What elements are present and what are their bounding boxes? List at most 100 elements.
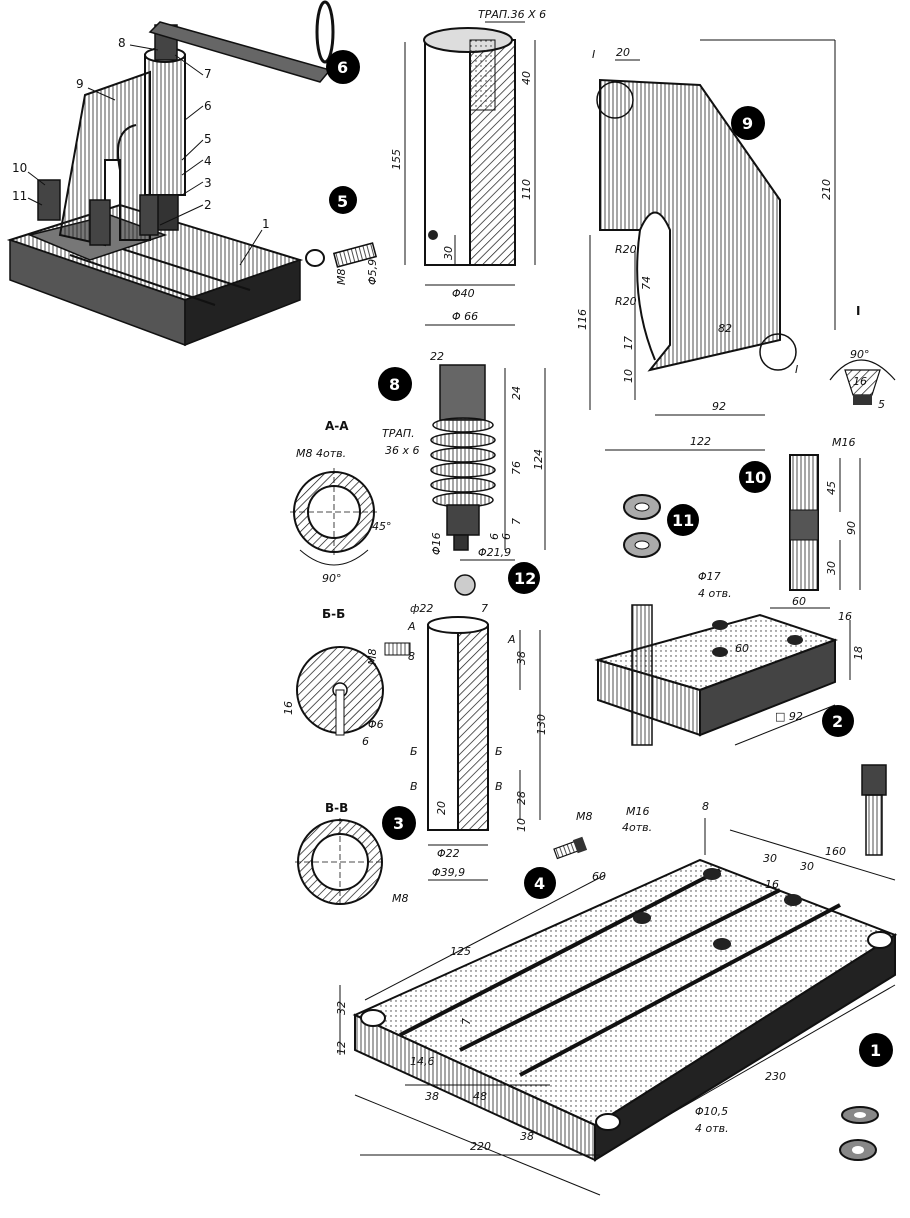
p3-phi22-top: ф22 xyxy=(410,602,433,615)
detail-I-title: I xyxy=(856,304,860,318)
callout-2: 2 xyxy=(204,198,212,212)
p8-dim-6b: 6 xyxy=(500,533,513,540)
badge-11: 11 xyxy=(672,511,694,530)
part-4-bolt: 4 M8 xyxy=(524,810,593,899)
p1-dim-32: 32 xyxy=(335,1001,348,1015)
assembly-view: 8 7 6 5 4 3 2 1 9 10 11 xyxy=(6,0,335,347)
p1-dim-125: 125 xyxy=(450,945,471,958)
sleeve-dim-40: 40 xyxy=(520,71,533,85)
p2-phi17: Φ17 xyxy=(698,570,721,583)
callout-5: 5 xyxy=(204,132,212,146)
p5-phi59: Φ5,9 xyxy=(366,259,379,285)
callout-9: 9 xyxy=(76,77,84,91)
p2-dim-60-mid: 60 xyxy=(735,642,749,655)
p9-sec-I-top: I xyxy=(592,48,595,61)
sleeve-dim-155: 155 xyxy=(390,149,403,170)
detail-I-5: 5 xyxy=(878,398,885,411)
badge-4: 4 xyxy=(534,874,545,893)
detail-I-90: 90° xyxy=(850,348,870,361)
p2-phi17n: 4 отв. xyxy=(698,587,732,600)
p4-m8: M8 xyxy=(576,810,593,823)
p3-dim-28: 28 xyxy=(515,791,528,805)
p1-dim-220: 220 xyxy=(470,1140,491,1153)
washers xyxy=(839,1106,879,1161)
callout-1: 1 xyxy=(262,217,270,231)
p3-phi39: Φ39,9 xyxy=(432,866,465,879)
p2-dim-60-top: 60 xyxy=(792,595,806,608)
p9-dim-210: 210 xyxy=(820,179,833,200)
p10-dim-45: 45 xyxy=(825,481,838,495)
p9-dim-17: 17 xyxy=(622,336,635,350)
section-AA-45: 45° xyxy=(372,520,392,533)
p1-dim-38b: 38 xyxy=(520,1130,534,1143)
p8-trap2: 36 х 6 xyxy=(385,444,420,457)
p2-dim-18: 18 xyxy=(852,646,865,660)
p8-dim-76: 76 xyxy=(510,461,523,475)
part-10-stud: 10 M16 45 90 30 xyxy=(739,436,861,591)
p2-dim-92: □ 92 xyxy=(775,710,803,723)
sleeve-part: ТРАП.36 Х 6 155 40 110 30 Φ40 Φ 66 xyxy=(390,8,546,326)
section-BB-title: Б-Б xyxy=(322,607,345,621)
callout-4: 4 xyxy=(204,154,212,168)
badge-6: 6 xyxy=(337,58,348,77)
badge-9: 9 xyxy=(742,114,753,133)
badge-2: 2 xyxy=(832,712,843,731)
badge-3: 3 xyxy=(393,814,404,833)
p9-dim-74: 74 xyxy=(640,276,653,290)
badge-8: 8 xyxy=(389,375,400,394)
p1-dim-7: 7 xyxy=(460,1018,473,1025)
p9-dim-10: 10 xyxy=(622,369,635,383)
p10-dim-90: 90 xyxy=(845,521,858,535)
p9-dim-116: 116 xyxy=(576,309,589,330)
badge-1: 1 xyxy=(870,1041,881,1060)
p8-dim-phi16: Φ16 xyxy=(430,532,443,555)
p1-phi10n: 4 отв. xyxy=(695,1122,729,1135)
p1-dim-14-6: 14,6 xyxy=(410,1055,435,1068)
p8-dim-22: 22 xyxy=(430,350,444,363)
part-8-screw: 8 22 24 76 124 7 6 6 Φ16 Φ21,9 ТРАП. 36 … xyxy=(378,350,546,561)
detail-I-16: 16 xyxy=(853,375,867,388)
part-6-badge: 6 xyxy=(337,58,348,77)
badge-5-text: 5 xyxy=(337,192,348,211)
callout-10: 10 xyxy=(12,161,27,175)
section-AA-note: M8 4отв. xyxy=(296,447,346,460)
p2-dim-16: 16 xyxy=(838,610,852,623)
p1-dim-30a: 30 xyxy=(763,852,777,865)
p3-sec-V2: В xyxy=(495,780,503,793)
section-A-A: А-А M8 4отв. 45° 90° xyxy=(290,419,392,585)
p1-dim-16: 16 xyxy=(765,878,779,891)
p1-dim-12: 12 xyxy=(335,1041,348,1055)
p3-dim-130: 130 xyxy=(535,714,548,735)
part-3-punch: 3 ф22 7 8 А А 38 130 Б Б В В 28 10 20 Φ2… xyxy=(366,602,548,881)
p8-trap: ТРАП. xyxy=(382,427,415,440)
badge-10: 10 xyxy=(744,468,766,487)
p3-sec-V: В xyxy=(410,780,418,793)
section-BB-6: 6 xyxy=(362,735,369,748)
callout-6: 6 xyxy=(204,99,212,113)
p9-r20a: R20 xyxy=(615,243,637,256)
part-11-nuts: 11 xyxy=(623,494,699,558)
p9-sec-I-right: I xyxy=(795,363,798,376)
p3-phi22: Φ22 xyxy=(437,847,460,860)
sleeve-trap-label: ТРАП.36 Х 6 xyxy=(478,8,546,21)
sleeve-dim-phi40: Φ40 xyxy=(452,287,475,300)
part-12-ball: 12 xyxy=(454,562,540,596)
part-9-frame: 9 20 I 210 R20 74 R20 116 17 10 82 92 12… xyxy=(576,39,836,451)
p8-dim-24: 24 xyxy=(510,386,523,400)
detail-I: I 90° 16 5 xyxy=(829,304,896,411)
p3-sec-B: Б xyxy=(410,745,418,758)
p1-m16n: 4отв. xyxy=(622,821,652,834)
p9-r20b: R20 xyxy=(615,295,637,308)
badge-12: 12 xyxy=(514,569,536,588)
callout-3: 3 xyxy=(204,176,212,190)
p10-m16: M16 xyxy=(832,436,856,449)
section-VV-m8: M8 xyxy=(392,892,409,905)
p3-dim-10: 10 xyxy=(515,818,528,832)
p1-dim-8: 8 xyxy=(702,800,709,813)
p1-dim-48: 48 xyxy=(473,1090,487,1103)
section-B-B: Б-Б 16 Φ6 6 xyxy=(282,607,384,748)
sleeve-dim-110: 110 xyxy=(520,179,533,200)
p1-dim-30b: 30 xyxy=(800,860,814,873)
part-5-screw: 5 M8 Φ5,9 xyxy=(305,50,379,285)
